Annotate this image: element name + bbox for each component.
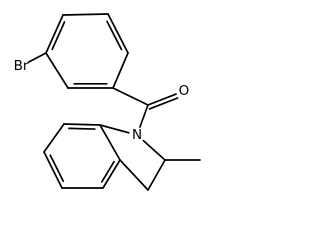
oxygen-label: O xyxy=(179,83,190,99)
bromine-label: Br xyxy=(14,58,29,74)
bond-C4b-C3a xyxy=(102,159,121,189)
bond-C7a-C7b xyxy=(63,123,101,126)
bond-C3a-C3 xyxy=(119,159,149,191)
bond-layer xyxy=(27,13,201,191)
bond-C7-O xyxy=(147,93,177,106)
bond-C1-Br xyxy=(27,52,47,63)
bond-C1-C2-second-line xyxy=(51,21,66,51)
bond-C7b-C6b xyxy=(43,123,65,153)
bond-C5-C7 xyxy=(112,87,149,106)
bond-C3-C4-second-line xyxy=(106,20,123,51)
nitrogen-label: N xyxy=(132,127,142,143)
bond-C7-N xyxy=(139,104,149,128)
bond-C2b-N xyxy=(142,139,166,161)
bond-C7a-C7b-second-line xyxy=(68,127,96,130)
atom-label-layer: Br O N xyxy=(14,58,190,143)
bond-C6-C1 xyxy=(45,52,69,89)
bond-C7-O-second-line xyxy=(148,97,179,110)
molecule-structure: Br O N xyxy=(14,13,201,191)
bond-C4-C5 xyxy=(112,52,129,89)
bond-C3a-C7a xyxy=(99,124,121,161)
bond-C3-C2b xyxy=(147,159,166,191)
bond-C6b-C5b xyxy=(43,151,63,189)
bond-N-C7a xyxy=(99,124,130,134)
bond-C3-C4 xyxy=(107,13,129,54)
bond-C6b-C5b-second-line xyxy=(49,154,65,182)
bond-C1-C2 xyxy=(45,14,64,54)
bond-C2-C3 xyxy=(62,13,109,16)
bond-C4b-C3a-second-line xyxy=(100,160,115,183)
